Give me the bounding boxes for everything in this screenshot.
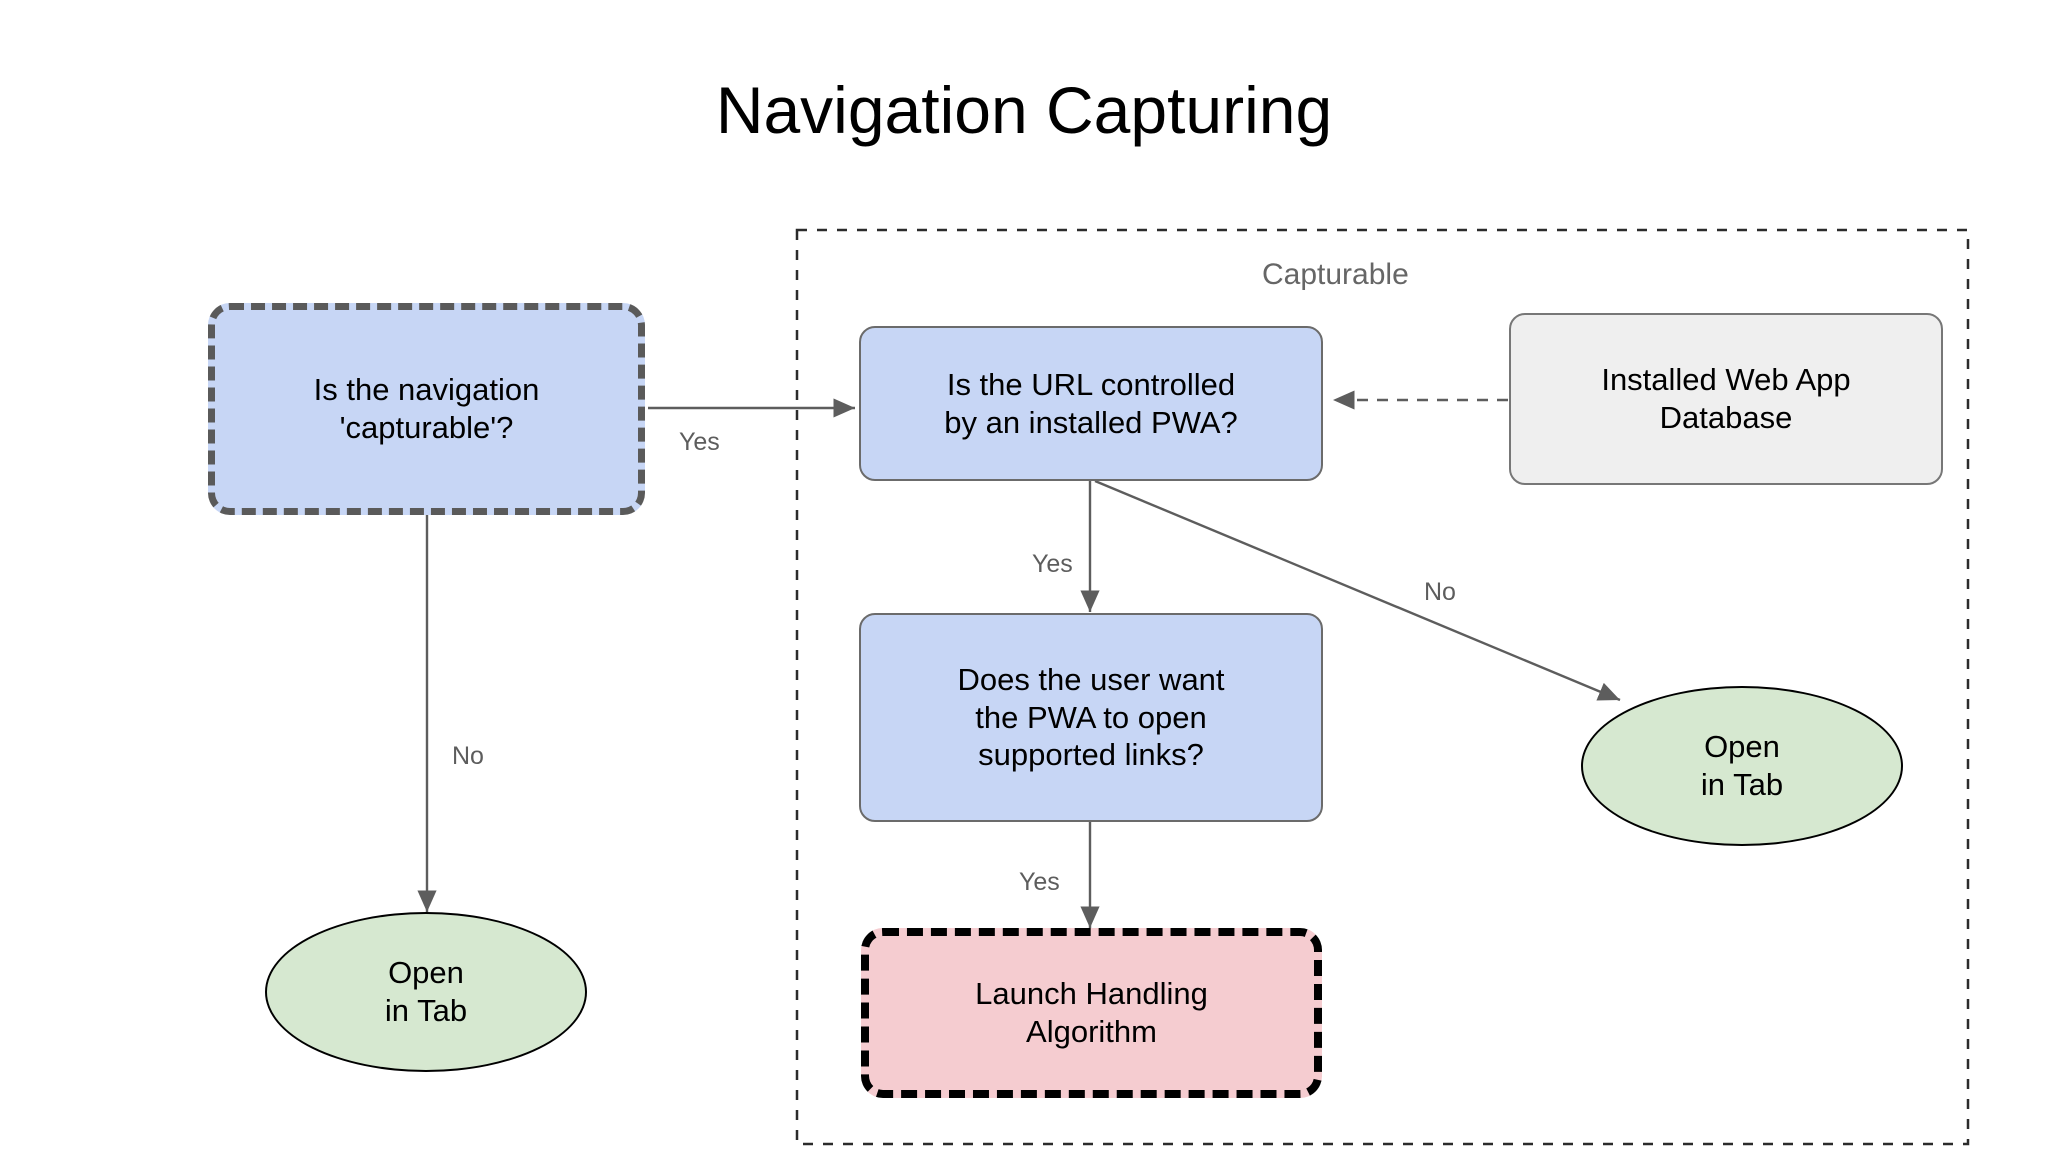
node-label: Is the URL controlled by an installed PW…	[930, 366, 1252, 442]
node-open-in-tab-right[interactable]: Open in Tab	[1581, 686, 1903, 846]
node-line-2: in Tab	[384, 993, 468, 1028]
edge-label-user-want-yes: Yes	[1019, 868, 1060, 896]
node-label: Does the user want the PWA to open suppo…	[943, 661, 1238, 774]
node-line-1: Is the navigation	[313, 372, 540, 408]
node-label: Open in Tab	[1687, 728, 1797, 804]
capturable-group-border	[795, 228, 1970, 1146]
node-line-1: Open	[1704, 729, 1780, 765]
node-open-in-tab-left[interactable]: Open in Tab	[265, 912, 587, 1072]
edge-label-capturable-no: No	[452, 742, 484, 770]
node-is-navigation-capturable[interactable]: Is the navigation 'capturable'?	[208, 303, 645, 515]
node-label: Installed Web App Database	[1587, 361, 1864, 437]
edge-label-url-yes: Yes	[1032, 550, 1073, 578]
node-line-3: supported links?	[978, 737, 1204, 773]
node-line-2: 'capturable'?	[339, 410, 514, 445]
node-line-2: by an installed PWA?	[944, 404, 1238, 440]
node-line-1: Is the URL controlled	[946, 366, 1236, 402]
node-line-2: Database	[1659, 400, 1793, 435]
node-line-1: Launch Handling	[975, 976, 1208, 1012]
node-label: Is the navigation 'capturable'?	[300, 371, 554, 447]
node-line-2: in Tab	[1700, 767, 1784, 802]
node-line-1: Open	[388, 955, 464, 991]
page-title: Navigation Capturing	[715, 73, 1333, 147]
edge-url-no	[1094, 479, 1621, 702]
node-line-1: Installed Web App	[1601, 362, 1851, 398]
node-launch-handling-algorithm[interactable]: Launch Handling Algorithm	[861, 928, 1322, 1098]
node-line-2: the PWA to open	[975, 699, 1207, 735]
node-line-2: Algorithm	[1026, 1014, 1157, 1049]
edge-label-url-no: No	[1424, 578, 1456, 606]
node-label: Launch Handling Algorithm	[961, 975, 1222, 1051]
node-label: Open in Tab	[371, 954, 481, 1030]
node-line-1: Does the user want	[957, 661, 1225, 697]
node-is-url-controlled[interactable]: Is the URL controlled by an installed PW…	[859, 326, 1323, 481]
node-does-user-want-pwa[interactable]: Does the user want the PWA to open suppo…	[859, 613, 1323, 822]
node-installed-web-app-database[interactable]: Installed Web App Database	[1509, 313, 1943, 485]
edge-label-capturable-yes: Yes	[679, 428, 720, 456]
capturable-group-label: Capturable	[1262, 258, 1409, 291]
